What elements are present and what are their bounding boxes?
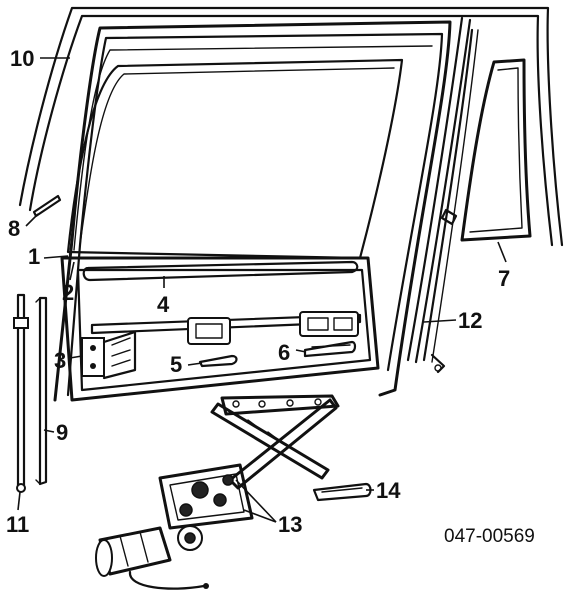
callout-3: 3 xyxy=(54,348,66,373)
callout-6: 6 xyxy=(278,340,290,365)
latch-rod-clip xyxy=(198,354,238,368)
leader-lines xyxy=(17,57,507,523)
regulator-motor xyxy=(95,526,209,590)
callout-7: 7 xyxy=(498,266,510,291)
callout-12: 12 xyxy=(458,308,482,333)
callout-5: 5 xyxy=(170,352,182,377)
callout-13: 13 xyxy=(278,512,302,537)
callout-10: 10 xyxy=(10,46,34,71)
door-inner-panel xyxy=(60,256,380,402)
callout-2: 2 xyxy=(62,280,74,305)
belt-moulding xyxy=(82,260,359,282)
callout-4: 4 xyxy=(157,292,170,317)
outer-weatherstrip xyxy=(18,6,564,247)
lock-rod xyxy=(303,340,357,358)
lower-strip xyxy=(32,194,62,218)
catalog-code: 047-00569 xyxy=(444,526,535,547)
door-glass xyxy=(66,58,404,260)
callout-1: 1 xyxy=(28,244,40,269)
callout-11: 11 xyxy=(6,512,29,537)
callout-9: 9 xyxy=(56,420,68,445)
callout-8: 8 xyxy=(8,216,20,241)
inner-handle-recess xyxy=(187,317,231,345)
regulator-clip xyxy=(312,482,372,502)
window-regulator xyxy=(158,394,340,551)
channel-clip xyxy=(440,208,458,226)
hinge-bracket xyxy=(81,330,137,380)
front-run-channel xyxy=(35,296,48,486)
callout-14: 14 xyxy=(376,478,401,503)
door-sash-frame xyxy=(53,20,452,402)
callout-labels: 10 8 1 2 4 3 5 6 7 9 11 12 13 14 xyxy=(6,46,510,537)
internal-rail xyxy=(90,313,362,335)
glass-run-channel xyxy=(406,16,479,374)
stabilizer-rod xyxy=(13,293,29,493)
quarter-glass xyxy=(460,58,532,242)
lock-module xyxy=(299,311,359,337)
